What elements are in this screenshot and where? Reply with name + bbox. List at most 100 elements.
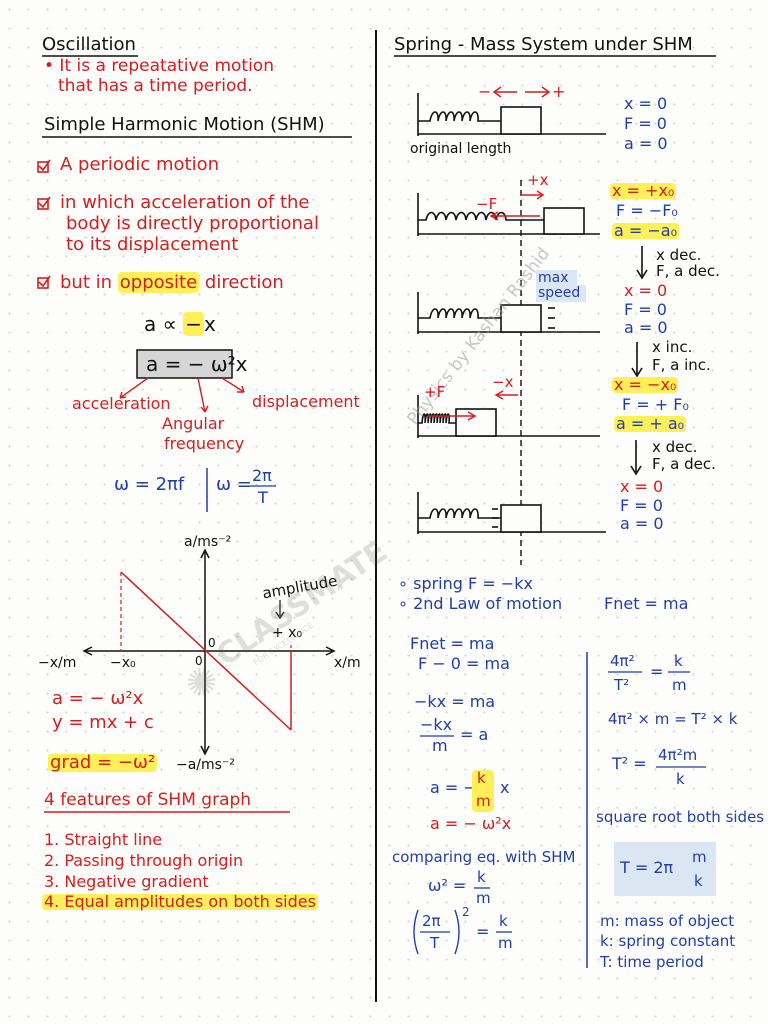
spring-diagram-1 <box>417 93 606 136</box>
graph-origin-lower: 0 <box>195 654 203 668</box>
max-speed-line-2: speed <box>536 285 587 302</box>
deriv-tsq-pow: 2 <box>462 905 470 919</box>
period-num: m <box>692 848 707 866</box>
deriv-r1-rnum: k <box>674 652 683 670</box>
formula-arrows <box>119 377 245 413</box>
legend-k: k: spring constant <box>600 932 736 950</box>
state4-a: a = + a₀ <box>614 414 687 433</box>
spring-title: Spring - Mass System under SHM <box>394 34 693 55</box>
shm-bullet-2b: body is directly proportional <box>66 213 319 234</box>
proportional-formula: a ∝ −x <box>144 312 216 336</box>
deriv-r1-num: 4π² <box>610 652 635 670</box>
deriv-tsq-rden: m <box>498 934 513 952</box>
state3-note-1: x inc. <box>652 338 693 356</box>
legend-m: m: mass of object <box>600 912 735 930</box>
checkbox-icon <box>37 275 51 289</box>
deriv-sqrt-note: square root both sides <box>596 808 765 826</box>
state2-note-1: x dec. <box>656 246 702 264</box>
label-displacement: displacement <box>252 392 360 411</box>
arrow-minus-label: − <box>478 82 492 101</box>
omega-formula-2-den: T <box>258 488 268 507</box>
deriv-line-5-x: x <box>500 778 510 797</box>
state3-a: a = 0 <box>624 318 668 337</box>
shm-title: Simple Harmonic Motion (SHM) <box>44 114 325 135</box>
state1-f: F = 0 <box>624 114 667 133</box>
state4-f: F = + F₀ <box>622 395 689 414</box>
state4-note-1: x dec. <box>652 438 698 456</box>
feature-item-1: 1. Straight line <box>44 830 163 849</box>
state1-x: x = 0 <box>624 94 668 113</box>
features-title: 4 features of SHM graph <box>44 790 252 810</box>
deriv-omega-lhs: ω² = <box>428 876 467 895</box>
deriv-r1-rden: m <box>672 676 687 694</box>
deriv-r3-num: 4π²m <box>658 746 698 764</box>
checkbox-icon <box>37 196 51 210</box>
deriv-line-1: Fnet = ma <box>410 634 495 653</box>
shm-bullet-3-c: direction <box>204 272 284 293</box>
oscillation-title: Oscillation <box>42 34 136 55</box>
deriv-line-4-num: −kx <box>420 715 453 734</box>
deriv-line-4-den: m <box>432 736 448 755</box>
deriv-fnet-top: Fnet = ma <box>604 594 689 613</box>
graph-eq-2: y = mx + c <box>52 712 154 733</box>
original-length-label: original length <box>410 141 512 157</box>
plus-f-label: +F <box>424 383 446 401</box>
paren-left <box>413 909 419 955</box>
oscillation-line-1: • It is a repeatative motion <box>44 56 274 76</box>
label-frequency: frequency <box>164 434 245 453</box>
deriv-tsq-num: 2π <box>422 912 441 930</box>
deriv-spring: ∘ spring F = −kx <box>398 574 533 593</box>
shm-graph <box>82 548 336 756</box>
spring-diagram-2 <box>417 193 600 236</box>
deriv-line-5-num: k <box>477 769 486 787</box>
graph-x-pos: + x₀ <box>272 625 303 641</box>
spring-diagram-4 <box>417 395 600 438</box>
period-formula-box <box>614 842 716 896</box>
deriv-comparing: comparing eq. with SHM <box>392 848 576 866</box>
deriv-line-5-frac <box>472 770 494 812</box>
graph-x-right: x/m <box>334 655 361 671</box>
deriv-r1-eq: = <box>650 662 664 681</box>
state2-f: F = −F₀ <box>616 201 678 220</box>
graph-eq-1: a = − ω²x <box>52 690 143 708</box>
deriv-r2: 4π² × m = T² × k <box>608 710 738 728</box>
deriv-tsq-rnum: k <box>499 912 508 930</box>
deriv-line-4-rhs: = a <box>460 725 489 744</box>
feature-item-2: 2. Passing through origin <box>44 851 244 870</box>
deriv-r3-lhs: T² = <box>612 754 647 773</box>
state3-x: x = 0 <box>624 281 668 300</box>
graph-x-neg: −x₀ <box>110 655 136 671</box>
deriv-line-3: −kx = ma <box>414 692 496 711</box>
minus-x-label: −x <box>492 373 514 391</box>
graph-origin-upper: 0 <box>208 636 216 650</box>
omega-formula-1: ω = 2πf <box>114 474 185 495</box>
deriv-omega-den: m <box>476 889 491 907</box>
shm-bullet-1: A periodic motion <box>60 154 220 175</box>
deriv-omega-num: k <box>477 868 486 886</box>
state4-note-2: F, a dec. <box>652 455 716 473</box>
state5-f: F = 0 <box>620 496 663 515</box>
graph-eq-1-text: a = − ω²x <box>52 688 144 709</box>
legend-t: T: time period <box>600 953 704 971</box>
direction-arrows <box>492 86 551 98</box>
shm-bullet-2c: to its displacement <box>66 234 239 255</box>
deriv-line-5-lhs: a = − <box>430 778 477 797</box>
deriv-tsq-eq: = <box>476 922 490 941</box>
spring-diagram-5 <box>417 492 606 534</box>
period-den: k <box>694 872 703 890</box>
force-arrow-4 <box>428 390 518 421</box>
prop-a: a ∝ <box>144 312 177 336</box>
state2-note-2: F, a dec. <box>656 262 720 280</box>
deriv-line-2: F − 0 = ma <box>418 654 510 673</box>
shm-bullet-3: but in opposite direction <box>60 272 284 293</box>
shm-bullet-3-a: but in <box>60 272 113 293</box>
shm-line <box>120 571 292 731</box>
shm-bullet-2a: in which acceleration of the <box>60 192 310 213</box>
omega-formula-2-lhs: ω = <box>216 474 252 495</box>
deriv-line-6-text: a = − ω²x <box>430 814 512 833</box>
graph-x-left: −x/m <box>38 655 77 671</box>
state5-a: a = 0 <box>620 514 664 533</box>
graph-gradient: grad = −ω² <box>48 752 158 773</box>
paren-right <box>454 909 460 955</box>
